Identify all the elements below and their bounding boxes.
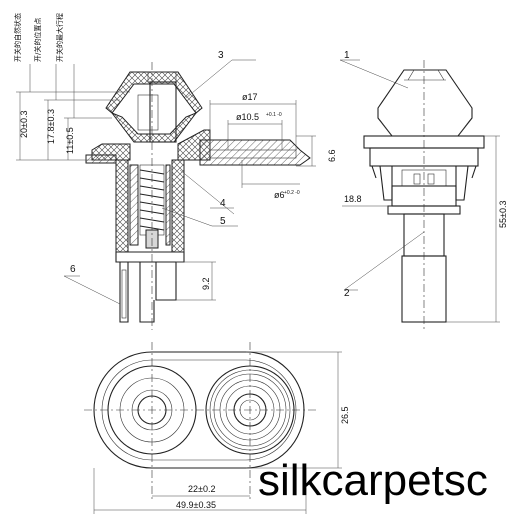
dim-55: 55±0.3 (498, 201, 508, 228)
part-label-2: 2 (344, 288, 350, 299)
dimension-labels: 20±0.3 17.8±0.3 11±0.5 ø17 ø10.5 +0.1 -0… (19, 92, 337, 290)
part-labels: 3 4 5 6 1 2 (70, 50, 350, 299)
side-view: 18.8 55±0.3 (342, 60, 508, 330)
notes: 开关的自然状态 开/关的位置点 开关的最大行程 (13, 13, 64, 62)
dim-26-5: 26.5 (340, 406, 350, 424)
note-max-travel: 开关的最大行程 (55, 13, 64, 62)
dim-18-8: 18.8 (344, 194, 362, 204)
dim-20: 20±0.3 (19, 111, 29, 138)
section-view (85, 62, 311, 330)
dim-dia-17: ø17 (242, 92, 258, 102)
part-label-5: 5 (220, 216, 226, 227)
part-label-6: 6 (70, 264, 76, 275)
part-label-3: 3 (218, 50, 224, 61)
dim-dia-10-5: ø10.5 (236, 112, 259, 122)
leaders (63, 59, 425, 305)
part-label-1: 1 (344, 50, 350, 61)
dim-49-9: 49.9±0.35 (176, 500, 216, 510)
part-label-4: 4 (220, 198, 226, 209)
top-view: 22±0.2 49.9±0.35 26.5 (84, 342, 350, 514)
dim-dia-6: ø6 (274, 190, 285, 200)
dim-dia-10-5-tol: +0.1 -0 (266, 112, 282, 118)
dim-dia-6-tol: +0.2 -0 (284, 190, 300, 196)
note-switch-point: 开/关的位置点 (33, 18, 42, 62)
dim-17-8: 17.8±0.3 (46, 109, 56, 144)
note-natural-state: 开关的自然状态 (13, 13, 22, 62)
watermark-text: silkcarpetsc (258, 456, 488, 505)
dim-9-2: 9.2 (201, 277, 211, 290)
dim-11: 11±0.5 (65, 127, 75, 154)
left-dimensions (16, 64, 316, 301)
dim-6-6: 6.6 (327, 149, 337, 162)
dim-22: 22±0.2 (188, 484, 215, 494)
